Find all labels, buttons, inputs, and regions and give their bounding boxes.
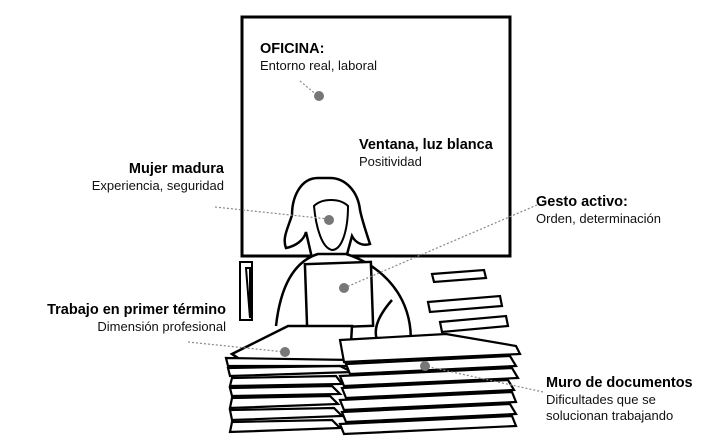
label-ventana: Ventana, luz blanca Positividad	[359, 136, 493, 170]
leader-lines	[187, 80, 544, 393]
window-frame	[240, 15, 512, 258]
label-mujer: Mujer madura Experiencia, seguridad	[92, 160, 224, 194]
front-document	[229, 324, 354, 364]
label-mujer-subtitle: Experiencia, seguridad	[91, 178, 224, 194]
label-mujer-title: Mujer madura	[128, 161, 224, 177]
label-gesto-subtitle: Orden, determinación	[536, 211, 662, 227]
label-muro-title: Muro de documentos	[546, 375, 693, 391]
desk-papers-right	[426, 268, 510, 334]
label-oficina-title: OFICINA:	[260, 41, 325, 57]
label-gesto: Gesto activo: Orden, determinación	[536, 193, 661, 227]
label-muro-subtitle: Dificultades que se solucionan trabajand…	[546, 392, 674, 424]
label-muro: Muro de documentos Dificultades que se s…	[546, 374, 696, 425]
label-oficina: OFICINA: Entorno real, laboral	[260, 40, 377, 74]
woman-face	[312, 199, 350, 252]
label-trabajo: Trabajo en primer término Dimensión prof…	[47, 301, 226, 335]
label-ventana-subtitle: Positividad	[359, 154, 422, 170]
label-ventana-title: Ventana, luz blanca	[359, 137, 493, 153]
marker-dots	[280, 91, 430, 371]
label-gesto-title: Gesto activo:	[536, 194, 628, 210]
label-trabajo-title: Trabajo en primer término	[47, 302, 226, 318]
document-wall	[224, 332, 522, 436]
label-trabajo-subtitle: Dimensión profesional	[97, 319, 226, 335]
label-oficina-subtitle: Entorno real, laboral	[260, 58, 378, 74]
held-paper	[303, 260, 375, 330]
back-stack-left	[239, 261, 253, 321]
